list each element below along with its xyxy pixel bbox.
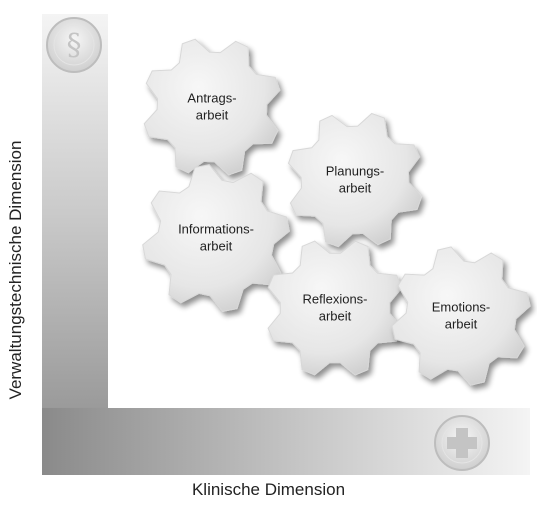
gear-label-line: Informations- [178,222,254,237]
gears-layer: Antrags-arbeitPlanungs-arbeitInformation… [142,38,531,386]
medical-cross-icon [434,415,490,471]
gear-shape [142,164,290,312]
gear-label-line: arbeit [445,317,478,332]
gear-label-line: arbeit [196,108,229,123]
gear-informationsarbeit: Informations-arbeit [142,164,290,312]
gear-shape [267,240,403,376]
section-sign-icon: § [46,17,102,73]
x-axis-label: Klinische Dimension [191,480,346,499]
gear-planungsarbeit: Planungs-arbeit [287,112,423,248]
gear-emotionsarbeit: Emotions-arbeit [391,246,531,386]
y-axis-label: Verwaltungstechnische Dimension [6,140,25,400]
gear-antragsarbeit: Antrags-arbeit [143,38,281,176]
gear-label-line: arbeit [200,239,233,254]
gear-shape [391,246,531,386]
y-axis-band [42,14,108,475]
gear-label-line: arbeit [319,309,352,324]
gear-label-line: Reflexions- [302,292,367,307]
gear-label-line: Emotions- [432,300,491,315]
gear-label-line: Antrags- [187,91,236,106]
gear-shape [287,112,423,248]
gear-label-line: Planungs- [326,164,385,179]
section-sign-glyph: § [67,28,82,63]
gear-shape [143,38,281,176]
gear-label-line: arbeit [339,181,372,196]
gear-reflexionsarbeit: Reflexions-arbeit [267,240,403,376]
